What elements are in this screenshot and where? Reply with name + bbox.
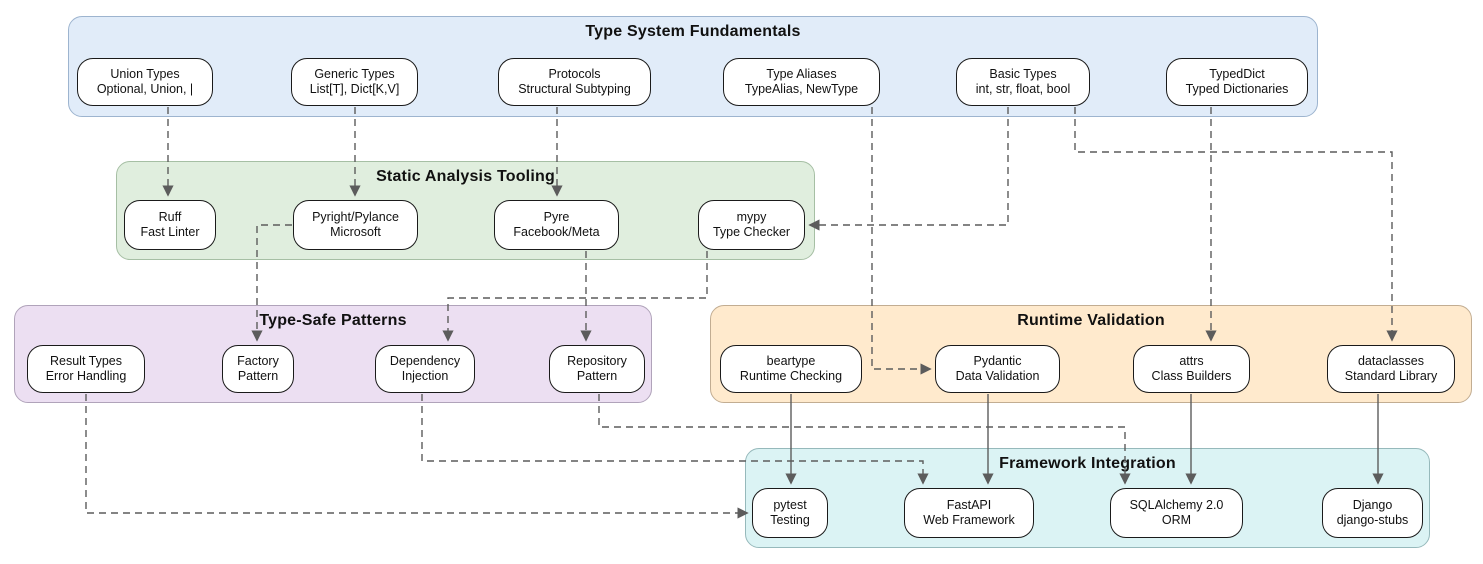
node-subtitle: Runtime Checking (739, 369, 843, 383)
node-title: Protocols (548, 66, 601, 81)
cluster-title-framework-integration: Framework Integration (999, 455, 1176, 472)
node-title: Result Types (49, 353, 123, 368)
node-subtitle: Class Builders (1151, 369, 1232, 383)
node-title: Repository (567, 353, 627, 368)
node-subtitle: int, str, float, bool (975, 82, 1071, 96)
node-subtitle: Pattern (576, 369, 618, 383)
edge-basic-types-to-mypy (808, 107, 1009, 231)
node-subtitle: TypeAlias, NewType (744, 82, 859, 96)
node-subtitle: django-stubs (1336, 513, 1409, 527)
cluster-title-type-system-fundamentals: Type System Fundamentals (585, 23, 801, 40)
node-title: Pyre (543, 209, 570, 224)
node-subtitle: Web Framework (923, 513, 1015, 527)
node-title: Pydantic (973, 353, 1022, 368)
node-title: dataclasses (1357, 353, 1424, 368)
node-title: Dependency (389, 353, 461, 368)
cluster-title-type-safe-patterns: Type-Safe Patterns (259, 312, 407, 329)
node-subtitle: Microsoft (330, 225, 381, 239)
node-title: Ruff (158, 209, 182, 224)
node-title: Pyright/Pylance (312, 209, 399, 224)
node-title: Django (1352, 497, 1393, 512)
node-subtitle: ORM (1161, 513, 1192, 527)
node-subtitle: Optional, Union, | (96, 82, 194, 96)
node-subtitle: Pattern (237, 369, 279, 383)
node-title: Type Aliases (766, 66, 837, 81)
node-title: beartype (766, 353, 816, 368)
node-subtitle: Typed Dictionaries (1185, 82, 1289, 96)
node-title: Basic Types (989, 66, 1057, 81)
node-subtitle: Facebook/Meta (513, 225, 600, 239)
node-subtitle: Fast Linter (140, 225, 200, 239)
node-subtitle: Data Validation (955, 369, 1040, 383)
node-title: mypy (736, 209, 767, 224)
edge-result-types-to-pytest (85, 394, 749, 519)
node-title: TypedDict (1209, 66, 1265, 81)
node-title: SQLAlchemy 2.0 (1129, 497, 1224, 512)
node-title: FastAPI (946, 497, 992, 512)
node-subtitle: Error Handling (45, 369, 127, 383)
node-subtitle: List[T], Dict[K,V] (309, 82, 400, 96)
node-subtitle: Injection (401, 369, 449, 383)
node-title: Factory (237, 353, 279, 368)
node-subtitle: Standard Library (1344, 369, 1438, 383)
node-title: attrs (1179, 353, 1204, 368)
node-title: Generic Types (314, 66, 395, 81)
cluster-type-system-fundamentals: Type System Fundamentals (68, 16, 1318, 117)
cluster-title-static-analysis-tooling: Static Analysis Tooling (376, 168, 555, 185)
node-subtitle: Testing (770, 513, 810, 527)
node-subtitle: Structural Subtyping (518, 82, 631, 96)
cluster-title-runtime-validation: Runtime Validation (1017, 312, 1165, 329)
node-subtitle: Type Checker (712, 225, 791, 239)
node-title: pytest (773, 497, 807, 512)
node-title: Union Types (110, 66, 180, 81)
